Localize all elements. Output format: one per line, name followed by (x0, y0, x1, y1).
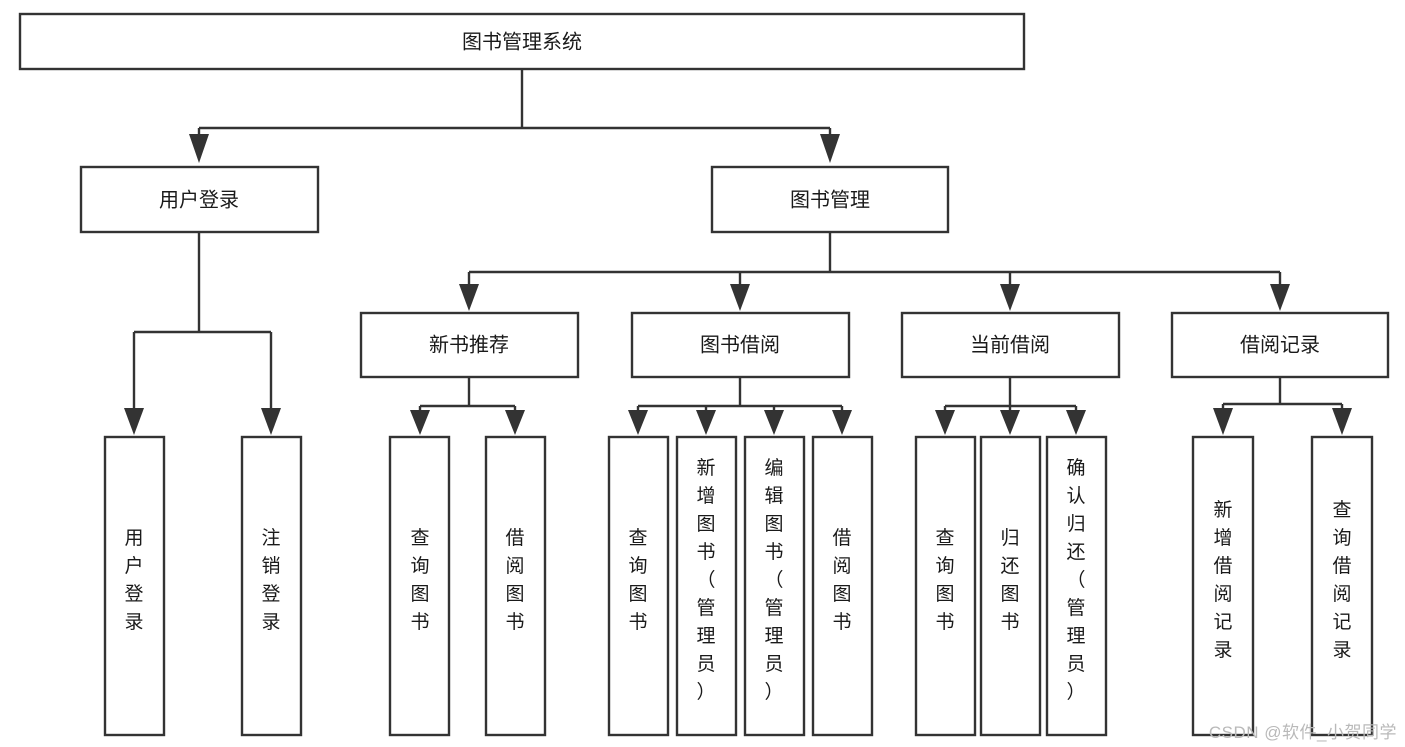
leaf-newbook-query-label: 查询图书 (410, 527, 429, 633)
node-user-login[interactable]: 用户登录 (79, 165, 320, 234)
leaf-node[interactable]: 用户登录 (103, 435, 166, 737)
node-book-management-box[interactable] (710, 165, 950, 234)
leaf-node[interactable]: 借阅图书 (811, 435, 874, 737)
arrow-borrow-leaf-1 (628, 410, 648, 435)
arrow-userlogin-leaf-2 (261, 408, 281, 435)
leaf-newbook-query-box[interactable] (388, 435, 451, 737)
arrow-bookmgmt-to-current (1000, 284, 1020, 311)
arrow-current-leaf-1 (935, 410, 955, 435)
leaf-node[interactable]: 新增图书（管理员） (675, 435, 738, 737)
leaf-borrow-edit-book-label: 编辑图书（管理员） (764, 457, 783, 703)
leaf-newbook-borrow-box[interactable] (484, 435, 547, 737)
leaf-borrow-add-book-box[interactable] (675, 435, 738, 737)
arrow-userlogin-leaf-1 (124, 408, 144, 435)
node-borrow-record-label: 借阅记录 (1240, 333, 1320, 356)
leaf-borrow-borrow-book-box[interactable] (811, 435, 874, 737)
leaf-current-query-box[interactable] (914, 435, 977, 737)
arrow-borrow-leaf-3 (764, 410, 784, 435)
leaf-node[interactable]: 归还图书 (979, 435, 1042, 737)
arrow-current-leaf-2 (1000, 410, 1020, 435)
leaf-node[interactable]: 编辑图书（管理员） (743, 435, 806, 737)
node-root-label: 图书管理系统 (462, 30, 582, 53)
leaf-borrow-add-book-label: 新增图书（管理员） (696, 457, 715, 703)
node-book-borrow-box[interactable] (630, 311, 851, 379)
leaf-node[interactable]: 新增借阅记录 (1191, 435, 1255, 737)
leaf-current-confirm-return-box[interactable] (1045, 435, 1108, 737)
arrow-current-leaf-3 (1066, 410, 1086, 435)
leaf-record-query-label: 查询借阅记录 (1332, 499, 1351, 661)
leaf-node[interactable]: 注销登录 (240, 435, 303, 737)
leaf-borrow-borrow-book-label: 借阅图书 (832, 527, 851, 633)
arrow-bookmgmt-to-record (1270, 284, 1290, 311)
node-user-login-box[interactable] (79, 165, 320, 234)
leaf-record-add-box[interactable] (1191, 435, 1255, 737)
node-new-book-recommend-box[interactable] (359, 311, 580, 379)
arrow-record-leaf-1 (1213, 408, 1233, 435)
node-borrow-record[interactable]: 借阅记录 (1170, 311, 1390, 379)
node-book-management-label: 图书管理 (790, 188, 870, 211)
arrow-borrow-leaf-2 (696, 410, 716, 435)
leaf-node[interactable]: 查询图书 (388, 435, 451, 737)
node-new-book-recommend-label: 新书推荐 (429, 333, 509, 356)
arrow-bookmgmt-to-borrow (730, 284, 750, 311)
arrow-borrow-leaf-4 (832, 410, 852, 435)
arrow-bookmgmt-to-newbook (459, 284, 479, 311)
node-current-borrow-label: 当前借阅 (970, 333, 1050, 356)
leaf-node[interactable]: 查询图书 (607, 435, 670, 737)
edges-group (124, 69, 1352, 435)
arrow-newbook-leaf-1 (410, 410, 430, 435)
leaf-borrow-query-box[interactable] (607, 435, 670, 737)
node-borrow-record-box[interactable] (1170, 311, 1390, 379)
leaf-current-return-box[interactable] (979, 435, 1042, 737)
leaf-current-query-label: 查询图书 (935, 527, 954, 633)
leaf-current-return-label: 归还图书 (1000, 527, 1019, 633)
node-user-login-label: 用户登录 (159, 188, 239, 211)
node-root[interactable]: 图书管理系统 (18, 12, 1026, 71)
node-book-management[interactable]: 图书管理 (710, 165, 950, 234)
node-book-borrow[interactable]: 图书借阅 (630, 311, 851, 379)
node-root-box[interactable] (18, 12, 1026, 71)
arrow-root-to-userlogin (189, 134, 209, 163)
leaf-newbook-borrow-label: 借阅图书 (505, 527, 524, 633)
leaf-current-confirm-return-label: 确认归还（管理员） (1066, 457, 1085, 703)
leaf-borrow-query-label: 查询图书 (628, 527, 647, 633)
leaf-logout-label: 注销登录 (261, 527, 280, 633)
leaf-node[interactable]: 查询借阅记录 (1310, 435, 1374, 737)
csdn-watermark: CSDN @软件_小贺同学 (1208, 723, 1397, 742)
node-current-borrow-box[interactable] (900, 311, 1121, 379)
leaf-node[interactable]: 确认归还（管理员） (1045, 435, 1108, 737)
leaf-user-login-box[interactable] (103, 435, 166, 737)
arrow-record-leaf-2 (1332, 408, 1352, 435)
node-current-borrow[interactable]: 当前借阅 (900, 311, 1121, 379)
leaf-node[interactable]: 借阅图书 (484, 435, 547, 737)
leaf-logout-box[interactable] (240, 435, 303, 737)
leaf-user-login-label: 用户登录 (124, 528, 143, 633)
leaf-record-query-box[interactable] (1310, 435, 1374, 737)
leaf-borrow-edit-book-box[interactable] (743, 435, 806, 737)
arrow-newbook-leaf-2 (505, 410, 525, 435)
leaf-record-add-label: 新增借阅记录 (1213, 499, 1232, 661)
arrow-root-to-bookmgmt (820, 134, 840, 163)
leaf-node[interactable]: 查询图书 (914, 435, 977, 737)
node-book-borrow-label: 图书借阅 (700, 333, 780, 356)
node-new-book-recommend[interactable]: 新书推荐 (359, 311, 580, 379)
